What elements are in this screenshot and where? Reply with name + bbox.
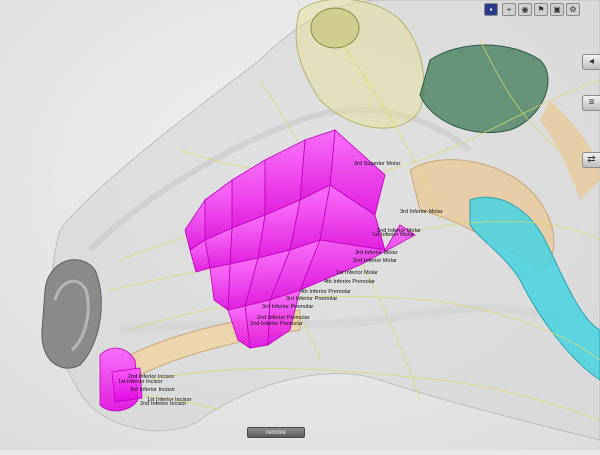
label-18: 2nd Inferior Incisor [140,401,186,407]
collapse-panel-icon[interactable]: ◂ [582,54,600,70]
label-14: 2nd Inferior Incisor [128,374,174,380]
label-16: 3rd Inferior Incisor [130,387,175,393]
label-3: 2nd Inferior Molar [377,228,421,234]
flag-icon[interactable]: ⚑ [534,3,548,16]
camera-icon[interactable]: ▣ [550,3,564,16]
label-5: 3rd Inferior Molar [355,250,398,256]
salivary-gland [419,44,549,134]
label-8: 4th Inferior Premolar [324,279,375,285]
nostril-cartilage [41,259,102,369]
label-10: 3rd Inferior Premolar [286,296,337,302]
label-2: 3rd Inferior Molar [400,209,443,215]
label-6: 2nd Inferior Molar [353,258,397,264]
tooth-labels: 3rd Superior Molar 3rd Inferior Molar 2n… [118,161,443,407]
trachea [469,196,600,381]
layers-icon[interactable]: ≡ [582,95,600,111]
eye-icon[interactable]: ◉ [518,3,532,16]
language-flag-icon[interactable]: ▪ [484,3,498,16]
swap-icon[interactable]: ⇄ [582,152,600,168]
label-12: 2nd Inferior Premolar [257,315,310,321]
remove-button[interactable]: remove [247,427,305,438]
label-11: 3rd Inferior Premolar [262,304,313,310]
settings-icon[interactable]: ⚙ [566,3,580,16]
label-7: 1st Inferior Molar [336,270,378,276]
label-15: 1st Inferior Incisor [118,379,163,385]
label-1: 3rd Superior Molar [354,161,400,167]
label-4: 1st Inferior Molar [372,232,414,238]
dental-arcade [99,129,416,412]
label-13: 2nd Inferior Premolar [250,321,303,327]
label-17: 1st Inferior Incisor [147,397,192,403]
pin-icon[interactable]: ⌖ [502,3,516,16]
label-9: 4th Inferior Premolar [300,289,351,295]
